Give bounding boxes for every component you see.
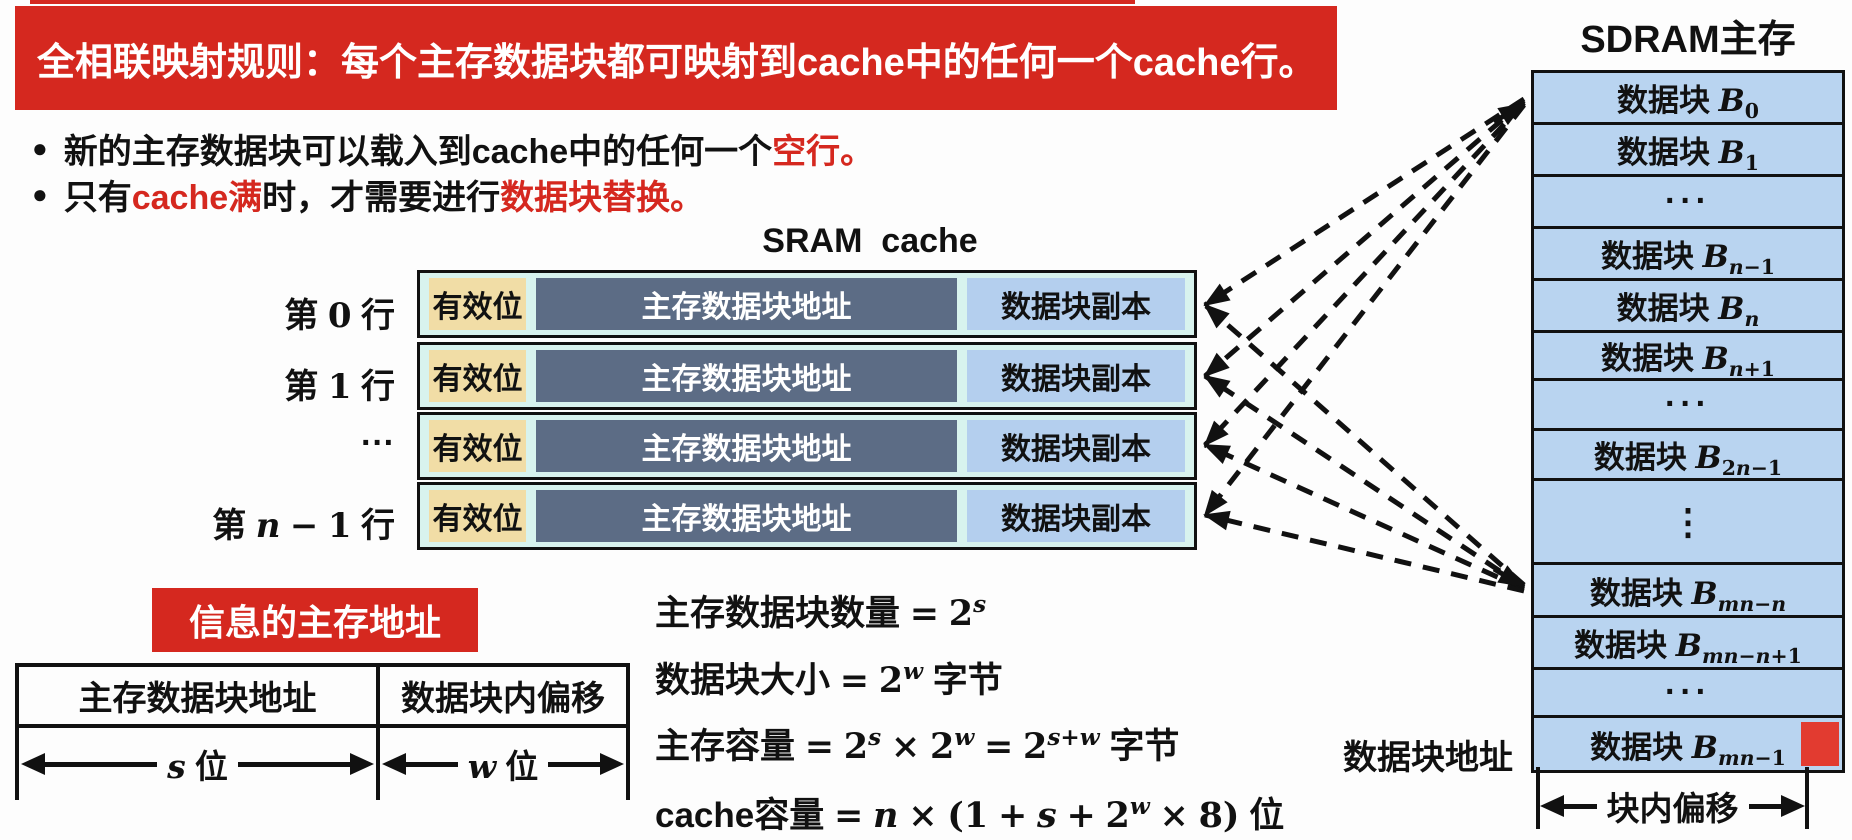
sdram-block-label: 数据块 Bmn−n+1 bbox=[1574, 628, 1802, 669]
sdram-block-row: 数据块 Bmn−1 bbox=[1534, 718, 1842, 770]
sdram-ellipsis-row: ··· bbox=[1534, 177, 1842, 229]
block-address-pointer-label: 数据块地址 bbox=[1343, 739, 1513, 777]
arrow-left-icon bbox=[1540, 795, 1564, 817]
bullet-empty-line-text: 新的主存数据块可以载入到cache中的任何一个空行。 bbox=[64, 124, 874, 173]
arrow-left-icon bbox=[382, 753, 406, 775]
sdram-block-row: 数据块 Bn−1 bbox=[1534, 229, 1842, 281]
bullet-replacement: ● 只有cache满时，才需要进行数据块替换。 bbox=[32, 170, 704, 219]
bullet-segment: cache满 bbox=[131, 179, 263, 217]
sdram-block-label: 数据块 B2n−1 bbox=[1593, 440, 1783, 481]
sdram-block-row: 数据块 Bmn−n bbox=[1534, 565, 1842, 618]
block-offset-label: 块内偏移 bbox=[1606, 790, 1739, 827]
cache-row-label-0: 第 0 行 bbox=[284, 296, 395, 336]
address-field-block: 主存数据块地址 bbox=[19, 667, 380, 724]
bullet-empty-line: ● 新的主存数据块可以载入到cache中的任何一个空行。 bbox=[32, 124, 874, 173]
offset-double-arrow: 块内偏移 bbox=[1540, 782, 1805, 830]
arrow-right-icon bbox=[350, 753, 375, 775]
arrow-left-icon bbox=[21, 753, 45, 775]
block-copy-cell: 数据块副本 bbox=[967, 490, 1185, 542]
arrow-right-icon bbox=[600, 753, 624, 775]
s-bits-extent: s 位 bbox=[19, 728, 380, 800]
cache-row-label-dots: ··· bbox=[361, 424, 395, 462]
sdram-block-row: 数据块 Bn+1 bbox=[1534, 333, 1842, 381]
formula-block-count: 主存数据块数量 = 2s bbox=[655, 591, 987, 634]
sdram-block-label: ⋮ bbox=[1670, 500, 1706, 542]
block-address-cell: 主存数据块地址 bbox=[536, 278, 957, 330]
bullet-segment: 空行。 bbox=[772, 133, 875, 171]
cache-row-label-1: 第 1 行 bbox=[284, 367, 395, 407]
arrow-right-icon bbox=[1781, 795, 1805, 817]
address-format-header: 主存数据块地址 数据块内偏移 bbox=[15, 663, 630, 728]
formula-block-size: 数据块大小 = 2w 字节 bbox=[655, 658, 1003, 701]
sdram-block-row: 数据块 Bmn−n+1 bbox=[1534, 618, 1842, 670]
block-address-cell: 主存数据块地址 bbox=[536, 350, 957, 402]
sdram-block-label: 数据块 B0 bbox=[1616, 83, 1760, 124]
valid-bit-cell: 有效位 bbox=[429, 278, 526, 330]
block-offset-extent: 块内偏移 bbox=[1536, 767, 1809, 829]
byte-offset-marker bbox=[1801, 722, 1839, 766]
block-copy-cell: 数据块副本 bbox=[967, 278, 1185, 330]
cache-row-label-n-1: 第 n − 1 行 bbox=[212, 506, 395, 546]
sdram-block-label: ··· bbox=[1665, 673, 1711, 711]
bullet-segment: 时，才需要进行 bbox=[262, 179, 501, 217]
s-bits-label: s 位 bbox=[167, 747, 228, 786]
decorative-red-strip bbox=[30, 0, 1135, 4]
sdram-main-memory-title: SDRAM主存 bbox=[1580, 19, 1796, 61]
bullet-replacement-text: 只有cache满时，才需要进行数据块替换。 bbox=[64, 170, 704, 219]
bullet-icon: ● bbox=[32, 179, 48, 209]
sdram-block-label: 数据块 Bn+1 bbox=[1600, 341, 1776, 382]
bullet-segment: 数据块替换。 bbox=[500, 179, 705, 217]
w-bits-extent: w 位 bbox=[380, 728, 626, 800]
bullet-segment: 新的主存数据块可以载入到cache中的任何一个 bbox=[63, 133, 773, 171]
formula-cache-capacity: cache容量 = n × (1 + s + 2w × 8) 位 bbox=[655, 793, 1285, 836]
sdram-ellipsis-row: ··· bbox=[1534, 381, 1842, 431]
sdram-block-label: 数据块 B1 bbox=[1616, 135, 1760, 176]
block-address-cell: 主存数据块地址 bbox=[536, 490, 957, 542]
bullet-icon: ● bbox=[32, 133, 48, 163]
sdram-block-label: 数据块 Bmn−1 bbox=[1590, 729, 1786, 770]
cache-row: 有效位 主存数据块地址 数据块副本 bbox=[417, 270, 1197, 338]
sdram-ellipsis-row: ··· bbox=[1534, 670, 1842, 718]
cache-row: 有效位 主存数据块地址 数据块副本 bbox=[417, 412, 1197, 480]
block-address-cell: 主存数据块地址 bbox=[536, 420, 957, 472]
sdram-block-row: 数据块 B0 bbox=[1534, 73, 1842, 125]
bullet-segment: 只有 bbox=[63, 179, 132, 217]
memory-address-heading: 信息的主存地址 bbox=[152, 588, 478, 652]
sdram-block-row: 数据块 B1 bbox=[1534, 125, 1842, 177]
title-banner: 全相联映射规则：每个主存数据块都可映射到cache中的任何一个cache行。 bbox=[15, 6, 1337, 110]
sdram-block-row: 数据块 B2n−1 bbox=[1534, 431, 1842, 481]
sdram-ellipsis-row: ⋮ bbox=[1534, 481, 1842, 565]
sdram-block-label: 数据块 Bmn−n bbox=[1589, 575, 1787, 616]
address-bit-widths: s 位 w 位 bbox=[15, 728, 630, 800]
address-field-offset: 数据块内偏移 bbox=[401, 680, 605, 718]
sdram-block-label: ··· bbox=[1665, 182, 1711, 220]
sdram-block-label: ··· bbox=[1665, 385, 1711, 423]
block-copy-cell: 数据块副本 bbox=[967, 420, 1185, 472]
title-banner-text: 全相联映射规则：每个主存数据块都可映射到cache中的任何一个cache行。 bbox=[37, 41, 1317, 84]
sdram-block-row: 数据块 Bn bbox=[1534, 281, 1842, 333]
w-bits-label: w 位 bbox=[467, 747, 539, 786]
sdram-block-label: 数据块 Bn−1 bbox=[1600, 239, 1776, 280]
formula-memory-capacity: 主存容量 = 2s × 2w = 2s+w 字节 bbox=[655, 724, 1180, 767]
block-copy-cell: 数据块副本 bbox=[967, 350, 1185, 402]
memory-address-heading-text: 信息的主存地址 bbox=[188, 602, 441, 643]
valid-bit-cell: 有效位 bbox=[429, 420, 526, 472]
cache-row: 有效位 主存数据块地址 数据块副本 bbox=[417, 482, 1197, 550]
sram-cache-title: SRAM cache bbox=[762, 222, 978, 260]
valid-bit-cell: 有效位 bbox=[429, 490, 526, 542]
sdram-block-label: 数据块 Bn bbox=[1616, 291, 1760, 332]
valid-bit-cell: 有效位 bbox=[429, 350, 526, 402]
cache-row: 有效位 主存数据块地址 数据块副本 bbox=[417, 342, 1197, 410]
address-format-table: 主存数据块地址 数据块内偏移 s 位 w 位 bbox=[15, 663, 630, 800]
